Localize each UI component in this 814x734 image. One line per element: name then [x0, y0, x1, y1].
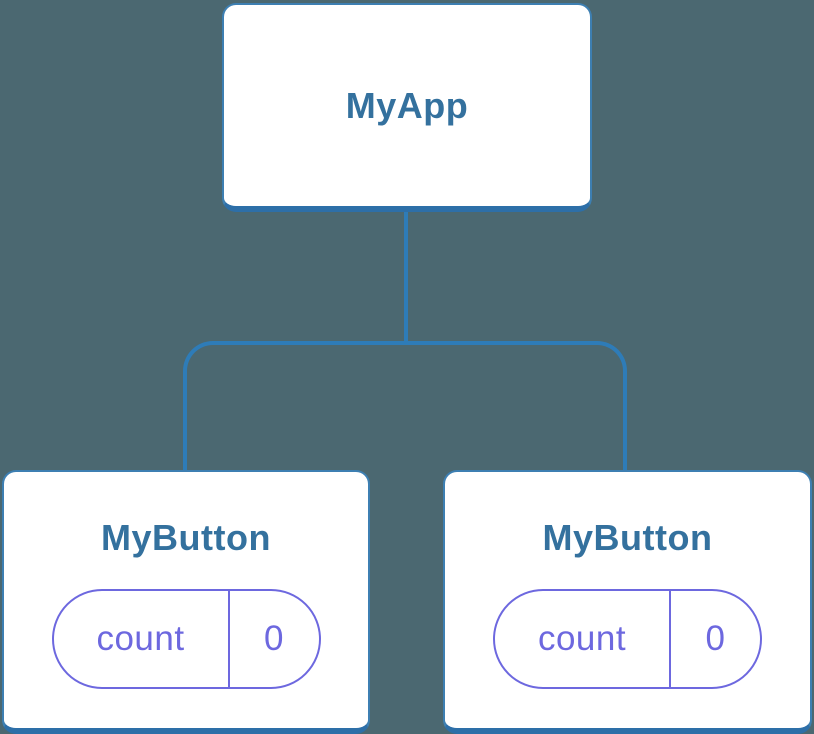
tree-node-child-1-label: MyButton	[101, 517, 271, 558]
state-value: 0	[264, 619, 284, 658]
tree-node-root-label: MyApp	[345, 84, 469, 126]
state-key: count	[96, 619, 185, 658]
tree-node-child-2-label: MyButton	[542, 517, 713, 558]
state-pill-1-value-cell: 0	[230, 591, 319, 687]
connector-root-stem	[404, 212, 408, 345]
connector-branch-bracket	[183, 341, 627, 470]
tree-node-child-2: MyButton count 0	[443, 470, 812, 734]
state-pill-1-key-cell: count	[54, 591, 230, 687]
state-pill-1: count 0	[51, 589, 321, 689]
tree-node-root: MyApp	[222, 3, 592, 212]
state-pill-2-key-cell: count	[495, 591, 671, 687]
tree-node-child-1: MyButton count 0	[2, 470, 370, 734]
state-value: 0	[705, 619, 726, 658]
state-key: count	[537, 619, 627, 658]
state-pill-2: count 0	[493, 589, 762, 689]
state-pill-2-value-cell: 0	[671, 591, 760, 687]
